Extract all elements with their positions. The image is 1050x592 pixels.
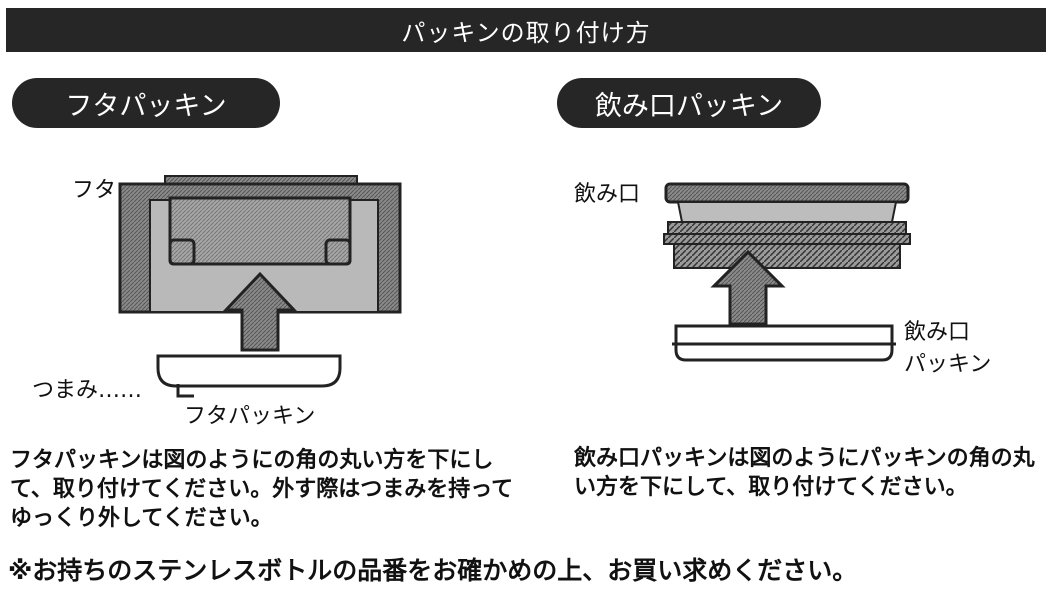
tab-label: つまみ…… xyxy=(32,378,143,403)
mouthpiece-thread xyxy=(673,243,901,269)
tab-handle xyxy=(176,384,194,398)
lid-inner-packing xyxy=(168,196,352,266)
mouthpiece-packing-heading: 飲み口パッキン xyxy=(557,78,821,128)
lid-packing-diagram xyxy=(118,175,402,398)
mouthpiece-label: 飲み口 xyxy=(574,182,641,207)
mouthpiece-packing-label-line2: パッキン xyxy=(904,352,992,377)
lid-packing-label: フタパッキン xyxy=(184,404,316,429)
insert-arrow-icon xyxy=(222,271,298,352)
mouthpiece-packing-heading-label: 飲み口パッキン xyxy=(594,90,784,122)
mouthpiece-packing-diagram xyxy=(663,182,911,362)
lid-packing-part xyxy=(156,354,342,388)
mouthpiece-packing-label-line1: 飲み口 xyxy=(904,320,971,345)
mouthpiece-cap xyxy=(664,182,910,204)
page-title: パッキンの取り付け方 xyxy=(401,18,651,47)
insert-arrow-icon xyxy=(710,249,786,326)
purchase-note: ※お持ちのステンレスボトルの品番をお確かめの上、お買い求めください。 xyxy=(8,556,858,585)
lid-packing-heading-label: フタパッキン xyxy=(65,90,227,122)
lid-label: フタ xyxy=(72,178,117,203)
lid-packing-description: フタパッキンは図のようにの角の丸い方を下にして、取り付けてください。外す際はつま… xyxy=(10,448,514,531)
mouthpiece-packing-description: 飲み口パッキンは図のようにパッキンの角の丸い方を下にして、取り付けてください。 xyxy=(574,446,1035,500)
lid-packing-heading: フタパッキン xyxy=(12,78,280,128)
page-title-bar: パッキンの取り付け方 xyxy=(6,8,1046,52)
